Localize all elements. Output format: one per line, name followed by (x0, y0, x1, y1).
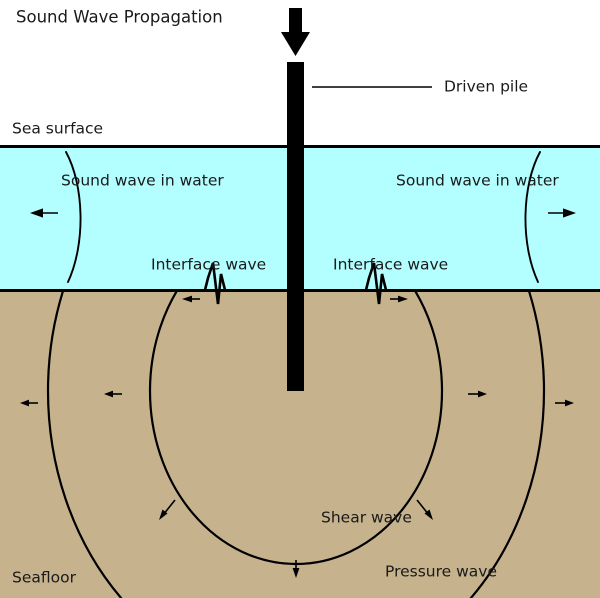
sea-surface-label: Sea surface (12, 120, 103, 138)
interface-wave-left-zigzag (203, 262, 227, 305)
shear-wave-arrow-lower-right (416, 499, 433, 520)
page-title: Sound Wave Propagation (16, 8, 223, 27)
sound-wave-arc-left (65, 151, 82, 283)
shear-wave-label: Shear wave (321, 509, 412, 527)
shear-wave-arrow-left (104, 390, 122, 398)
water-wave-arcs (65, 151, 541, 283)
sound-wave-arrow-right (548, 208, 576, 218)
driven-pile-label: Driven pile (444, 78, 528, 96)
driven-pile (287, 62, 304, 391)
pressure-wave-arrow-left (20, 399, 38, 407)
interface-wave-left-label: Interface wave (151, 256, 266, 274)
pressure-wave-arc (46, 291, 546, 598)
interface-wave-arrow-right (390, 295, 408, 303)
pressure-wave-label: Pressure wave (385, 563, 497, 581)
shear-wave-arrow-right (468, 390, 487, 398)
interface-wave-right-label: Interface wave (333, 256, 448, 274)
sound-wave-left-label: Sound wave in water (61, 172, 224, 190)
pressure-wave-arrow-right (555, 399, 574, 407)
sound-wave-arrow-left (30, 208, 58, 218)
down-arrow-icon (281, 8, 310, 56)
interface-wave-arrow-left (182, 295, 200, 303)
shear-wave-arrow-bottom (292, 560, 300, 578)
shear-wave-arrow-lower-left (159, 499, 176, 520)
seafloor-label: Seafloor (12, 569, 77, 587)
sound-wave-arc-right (524, 151, 541, 283)
interface-wave-right-zigzag (364, 262, 388, 305)
sound-wave-right-label: Sound wave in water (396, 172, 559, 190)
